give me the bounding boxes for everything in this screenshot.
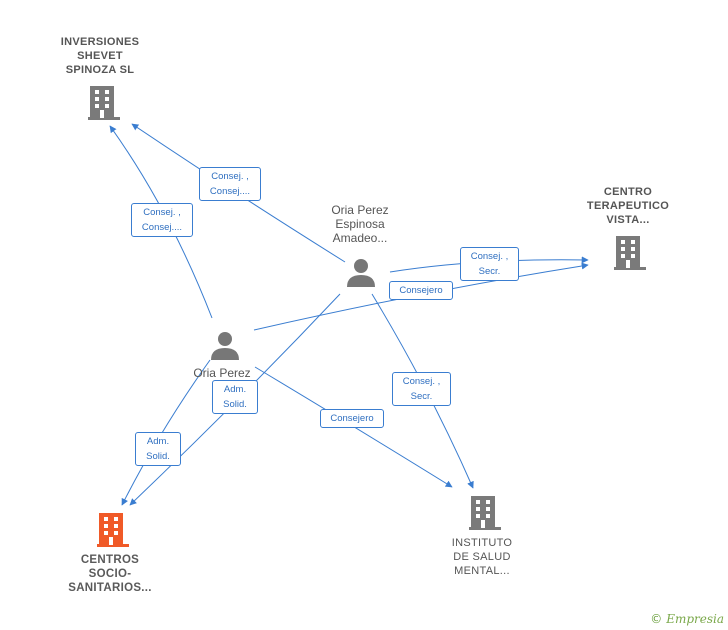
building-icon[interactable] (88, 86, 120, 120)
edge-label-consej-rodrigo-inversiones[interactable]: Consej. , Consej.... (131, 203, 193, 237)
copyright-symbol: © (650, 612, 663, 626)
node-label-centro-terapeutico[interactable]: CENTRO TERAPEUTICO VISTA... (586, 186, 670, 226)
node-label-oria-amadeo[interactable]: Oria Perez Espinosa Amadeo... (331, 203, 389, 245)
edge-rodrigo-instituto (254, 366, 453, 488)
node-label-centros-socio[interactable]: CENTROS SOCIO- SANITARIOS... (68, 554, 152, 594)
edge-label-consejero-instituto[interactable]: Consejero (320, 409, 384, 428)
person-icon[interactable] (211, 332, 239, 360)
edge-label-adm-solid-rodrigo[interactable]: Adm. Solid. (135, 432, 181, 466)
edge-rodrigo-centros (121, 359, 211, 506)
node-label-inversiones[interactable]: INVERSIONES SHEVET SPINOZA SL (60, 36, 140, 76)
brand-logo-text: Empresia (666, 612, 724, 626)
edges (109, 123, 589, 506)
edge-label-consej-secr-instituto[interactable]: Consej. , Secr. (392, 372, 451, 406)
person-icon[interactable] (347, 259, 375, 287)
edge-label-consej-amadeo-inversiones[interactable]: Consej. , Consej.... (199, 167, 261, 201)
building-icon[interactable] (614, 236, 646, 270)
edge-label-consej-secr-terapeutico[interactable]: Consej. , Secr. (460, 247, 519, 281)
building-icon[interactable] (469, 496, 501, 530)
node-label-instituto[interactable]: INSTITUTO DE SALUD MENTAL... (451, 537, 513, 577)
building-icon[interactable] (97, 513, 129, 547)
edge-label-consejero-terapeutico[interactable]: Consejero (389, 281, 453, 300)
brand-footer: ©Empresia (650, 612, 724, 626)
edge-label-adm-solid-amadeo[interactable]: Adm. Solid. (212, 380, 258, 414)
